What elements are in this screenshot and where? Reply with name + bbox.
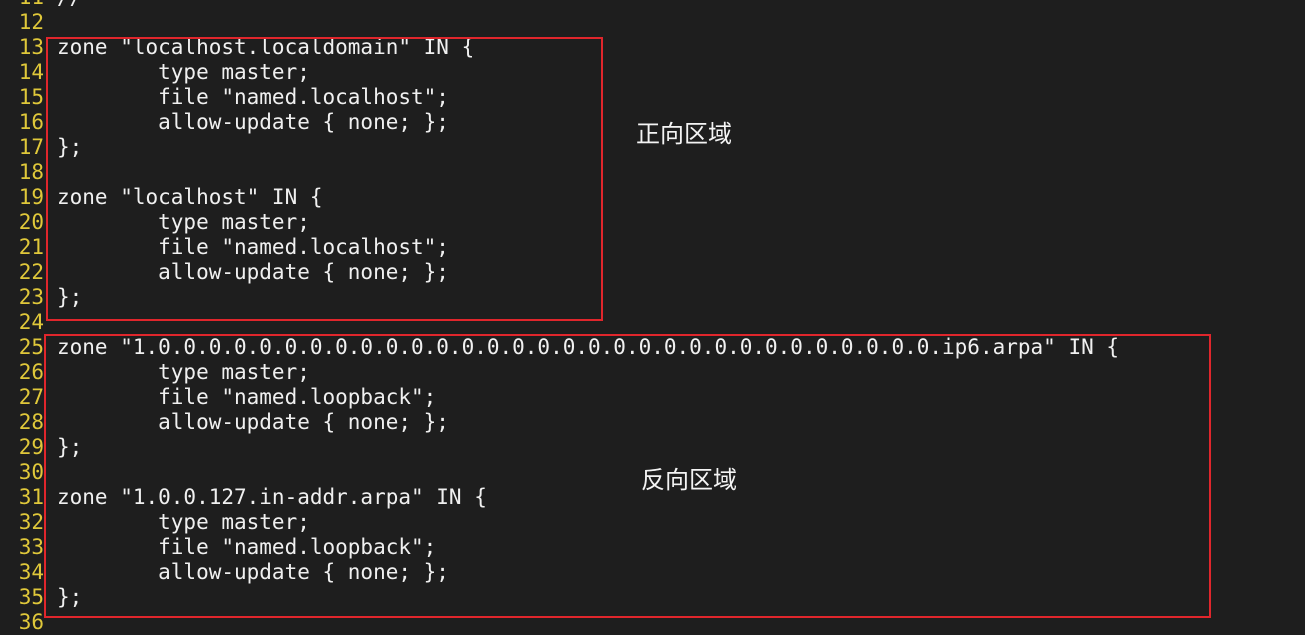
line-text[interactable]: file "named.localhost"; xyxy=(57,235,449,259)
line-text[interactable]: allow-update { none; }; xyxy=(57,260,449,284)
code-line[interactable]: 24 xyxy=(0,310,1305,335)
code-line[interactable]: 14 type master; xyxy=(0,60,1305,85)
code-line[interactable]: 33 file "named.loopback"; xyxy=(0,535,1305,560)
code-line[interactable]: 13 zone "localhost.localdomain" IN { xyxy=(0,35,1305,60)
code-line[interactable]: 28 allow-update { none; }; xyxy=(0,410,1305,435)
line-text[interactable]: type master; xyxy=(57,510,310,534)
line-text[interactable]: file "named.loopback"; xyxy=(57,385,437,409)
reverse-zone-highlight-box xyxy=(44,334,1211,618)
code-line[interactable]: 23}; xyxy=(0,285,1305,310)
line-text[interactable]: type master; xyxy=(57,210,310,234)
line-number: 19 xyxy=(18,185,44,209)
code-line[interactable]: 17}; xyxy=(0,135,1305,160)
line-number: 15 xyxy=(18,85,44,109)
code-line[interactable]: 25 zone "1.0.0.0.0.0.0.0.0.0.0.0.0.0.0.0.… xyxy=(0,335,1305,360)
line-number: 16 xyxy=(18,110,44,134)
line-text[interactable]: file "named.localhost"; xyxy=(57,85,449,109)
line-number: 18 xyxy=(18,160,44,184)
forward-zone-label: 正向区域 xyxy=(636,120,732,148)
code-line[interactable]: 16 allow-update { none; }; xyxy=(0,110,1305,135)
code-line[interactable]: 12 xyxy=(0,10,1305,35)
code-line[interactable]: 18 xyxy=(0,160,1305,185)
line-text[interactable]: file "named.loopback"; xyxy=(57,535,437,559)
line-number: 33 xyxy=(18,535,44,559)
code-line[interactable]: 31 zone "1.0.0.127.in-addr.arpa" IN { xyxy=(0,485,1305,510)
line-number: 20 xyxy=(18,210,44,234)
line-number: 13 xyxy=(18,35,44,59)
code-line[interactable]: 15 file "named.localhost"; xyxy=(0,85,1305,110)
line-text[interactable]: // xyxy=(45,0,82,10)
code-line[interactable]: 35}; xyxy=(0,585,1305,610)
code-line[interactable]: 20 type master; xyxy=(0,210,1305,235)
line-number: 27 xyxy=(18,385,44,409)
line-number: 24 xyxy=(18,310,44,334)
line-number: 30 xyxy=(18,460,44,484)
line-text[interactable]: zone "1.0.0.0.0.0.0.0.0.0.0.0.0.0.0.0.0.… xyxy=(57,335,1120,359)
code-line[interactable]: 34 allow-update { none; }; xyxy=(0,560,1305,585)
code-line[interactable]: 19 zone "localhost" IN { xyxy=(0,185,1305,210)
line-text[interactable]: }; xyxy=(57,285,83,309)
line-number: 28 xyxy=(18,410,44,434)
code-line[interactable]: 29}; xyxy=(0,435,1305,460)
code-line[interactable]: 26 type master; xyxy=(0,360,1305,385)
forward-zone-highlight-box xyxy=(46,37,603,321)
line-text[interactable]: type master; xyxy=(57,360,310,384)
line-text[interactable]: type master; xyxy=(57,60,310,84)
line-text[interactable]: allow-update { none; }; xyxy=(57,560,449,584)
line-number: 25 xyxy=(18,335,44,359)
line-text[interactable]: zone "1.0.0.127.in-addr.arpa" IN { xyxy=(57,485,487,509)
reverse-zone-label: 反向区域 xyxy=(641,466,737,494)
line-number: 29 xyxy=(18,435,44,459)
line-text[interactable]: allow-update { none; }; xyxy=(57,110,449,134)
line-number: 14 xyxy=(18,60,44,84)
line-number: 23 xyxy=(18,285,44,309)
line-number: 22 xyxy=(18,260,44,284)
line-number: 36 xyxy=(18,610,44,634)
line-number: 34 xyxy=(18,560,44,584)
line-text[interactable]: allow-update { none; }; xyxy=(57,410,449,434)
line-text[interactable]: }; xyxy=(57,585,83,609)
line-text[interactable]: zone "localhost" IN { xyxy=(57,185,323,209)
code-line[interactable]: 11// xyxy=(0,0,1305,10)
code-line[interactable]: 30 xyxy=(0,460,1305,485)
line-text[interactable]: }; xyxy=(57,435,83,459)
line-text[interactable]: }; xyxy=(57,135,83,159)
line-number: 12 xyxy=(18,10,44,34)
code-line[interactable]: 22 allow-update { none; }; xyxy=(0,260,1305,285)
line-number: 35 xyxy=(18,585,44,609)
line-number: 17 xyxy=(18,135,44,159)
code-line[interactable]: 21 file "named.localhost"; xyxy=(0,235,1305,260)
line-number: 11 xyxy=(0,0,45,10)
line-number: 32 xyxy=(18,510,44,534)
line-number: 21 xyxy=(18,235,44,259)
code-line[interactable]: 36 xyxy=(0,610,1305,635)
line-number: 31 xyxy=(18,485,44,509)
line-text[interactable]: zone "localhost.localdomain" IN { xyxy=(57,35,475,59)
code-line[interactable]: 32 type master; xyxy=(0,510,1305,535)
code-line[interactable]: 27 file "named.loopback"; xyxy=(0,385,1305,410)
line-number: 26 xyxy=(18,360,44,384)
